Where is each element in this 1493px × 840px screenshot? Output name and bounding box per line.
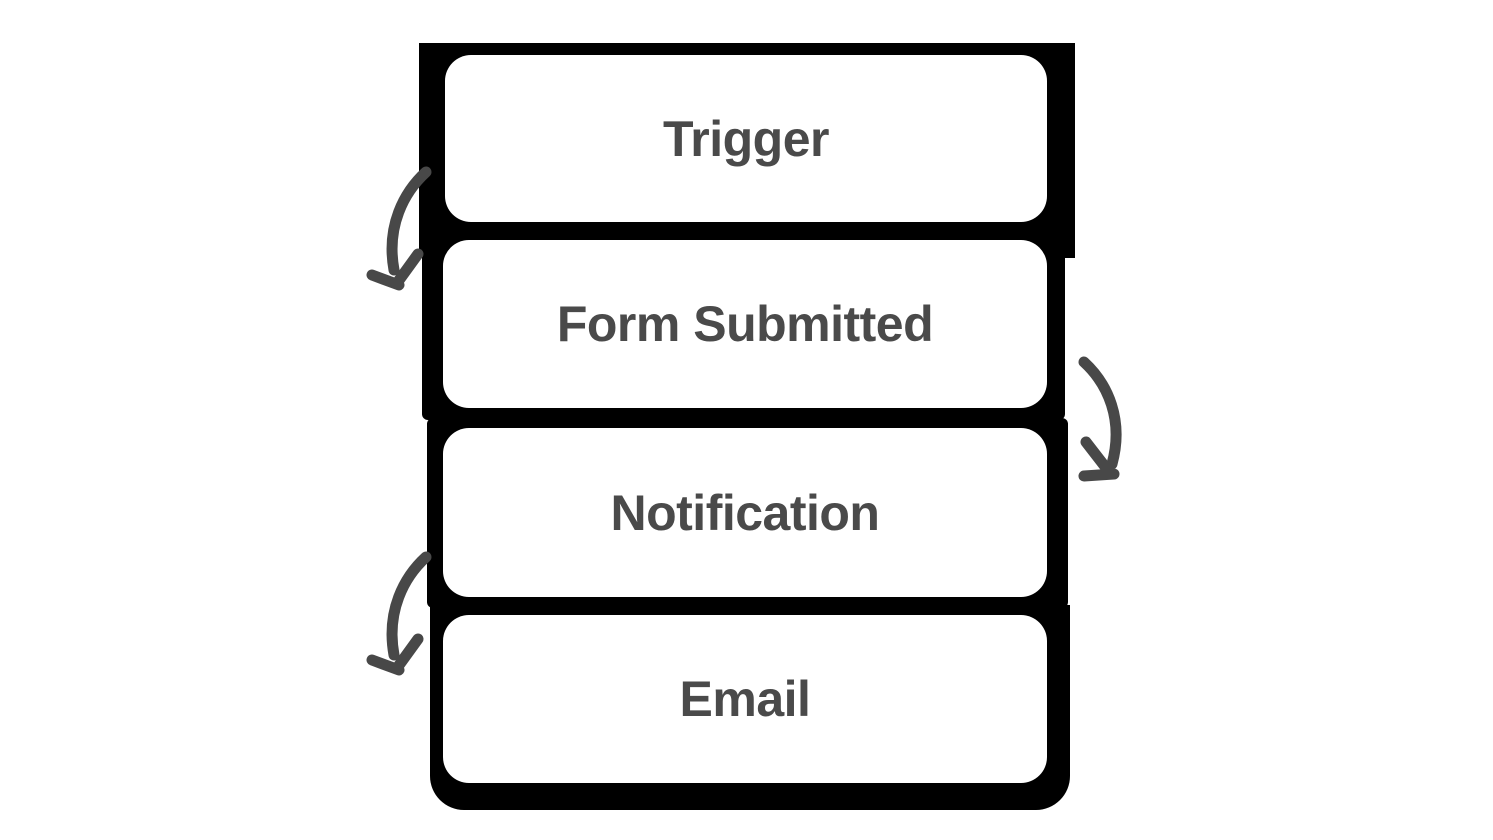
node-label-form-submitted: Form Submitted [556, 296, 934, 352]
node-label-notification: Notification [610, 484, 880, 541]
node-email[interactable]: Email [443, 615, 1047, 783]
connector-arrow-form-to-notification [1078, 356, 1122, 482]
node-trigger[interactable]: Trigger [445, 55, 1047, 222]
node-label-trigger: Trigger [663, 110, 829, 167]
node-form-submitted[interactable]: Form Submitted [443, 240, 1047, 408]
node-notification[interactable]: Notification [443, 428, 1047, 597]
node-label-email: Email [679, 671, 811, 727]
